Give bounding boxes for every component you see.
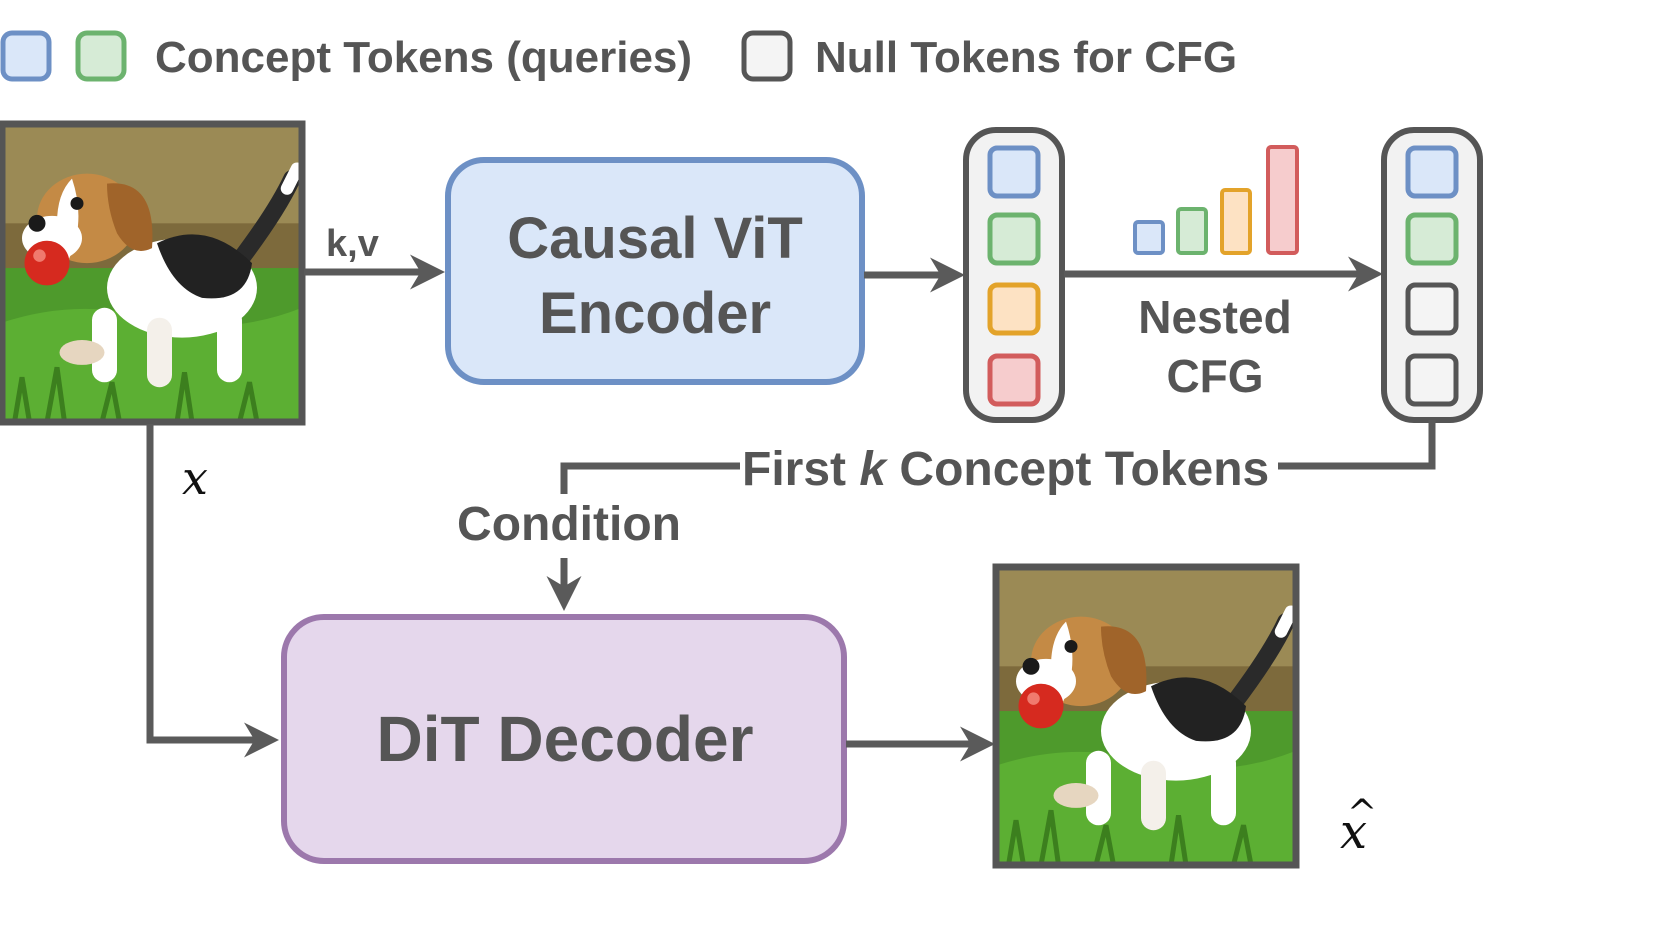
first-k-label: First k Concept Tokens — [742, 443, 1269, 496]
nested-cfg-bars-icon — [1133, 145, 1299, 255]
encoder-label-line1: Causal ViT — [507, 206, 803, 271]
kept-token-blue — [1405, 145, 1459, 199]
legend-green-token — [75, 30, 127, 82]
masked-token-stack — [1381, 127, 1483, 423]
output-symbol: x — [1340, 804, 1367, 860]
legend-null-token — [741, 30, 793, 82]
nested-cfg-label-line2: CFG — [1166, 350, 1263, 402]
decoder-label: DiT Decoder — [377, 703, 754, 775]
encoder-label-line2: Encoder — [539, 281, 771, 346]
null-token-1 — [1405, 282, 1459, 336]
token-red — [987, 353, 1041, 407]
concept-token-stack — [963, 127, 1065, 423]
legend-null-label: Null Tokens for CFG — [815, 33, 1237, 82]
token-orange — [987, 282, 1041, 336]
path-first-k-to-condition — [560, 462, 740, 494]
condition-label: Condition — [457, 498, 681, 551]
kept-token-green — [1405, 212, 1459, 266]
decoder-box: DiT Decoder — [281, 614, 847, 864]
path-tokens-to-first-k-right — [1278, 420, 1436, 470]
arrow-image-to-decoder — [146, 424, 279, 758]
token-blue — [987, 145, 1041, 199]
output-image — [992, 563, 1300, 869]
output-hat: ^ — [1347, 793, 1377, 834]
input-image — [0, 120, 306, 426]
null-token-2 — [1405, 353, 1459, 407]
nested-cfg-label-line1: Nested — [1138, 291, 1291, 343]
token-green — [987, 212, 1041, 266]
legend-concept-label: Concept Tokens (queries) — [155, 33, 692, 82]
legend: Concept Tokens (queries) Null Tokens for… — [0, 30, 1237, 82]
edge-kv-label: k,v — [326, 223, 379, 265]
encoder-box: Causal ViT Encoder — [445, 157, 865, 385]
input-symbol: x — [182, 451, 208, 505]
legend-blue-token — [0, 30, 52, 82]
